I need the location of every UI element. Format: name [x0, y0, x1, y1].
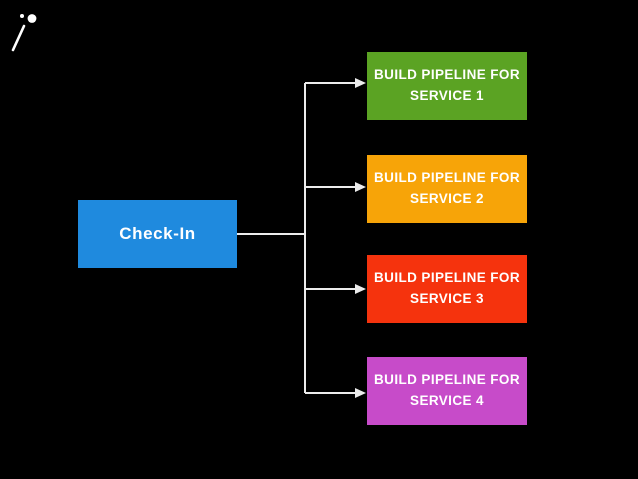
magic-wand-icon [11, 14, 37, 52]
arrowhead-service-1 [355, 78, 366, 88]
node-label-line: SERVICE 4 [410, 393, 484, 408]
node-label-line: BUILD PIPELINE FOR [374, 67, 520, 83]
node-check-in-label: Check-In [119, 224, 196, 243]
connector-lines [237, 78, 366, 398]
node-build-pipeline-service-3: BUILD PIPELINE FOR SERVICE 3 [367, 255, 527, 323]
node-label-line: SERVICE 3 [410, 291, 484, 306]
node-label-line: BUILD PIPELINE FOR [374, 170, 520, 186]
node-build-pipeline-service-1: BUILD PIPELINE FOR SERVICE 1 [367, 52, 527, 120]
node-check-in: Check-In [78, 200, 237, 268]
arrowhead-service-3 [355, 284, 366, 294]
node-label-line: SERVICE 2 [410, 191, 484, 206]
arrowhead-service-2 [355, 182, 366, 192]
arrowhead-service-4 [355, 388, 366, 398]
node-build-pipeline-service-4: BUILD PIPELINE FOR SERVICE 4 [367, 357, 527, 425]
node-label-line: SERVICE 1 [410, 88, 484, 103]
node-label-line: BUILD PIPELINE FOR [374, 270, 520, 286]
node-label-line: BUILD PIPELINE FOR [374, 372, 520, 388]
node-build-pipeline-service-2: BUILD PIPELINE FOR SERVICE 2 [367, 155, 527, 223]
